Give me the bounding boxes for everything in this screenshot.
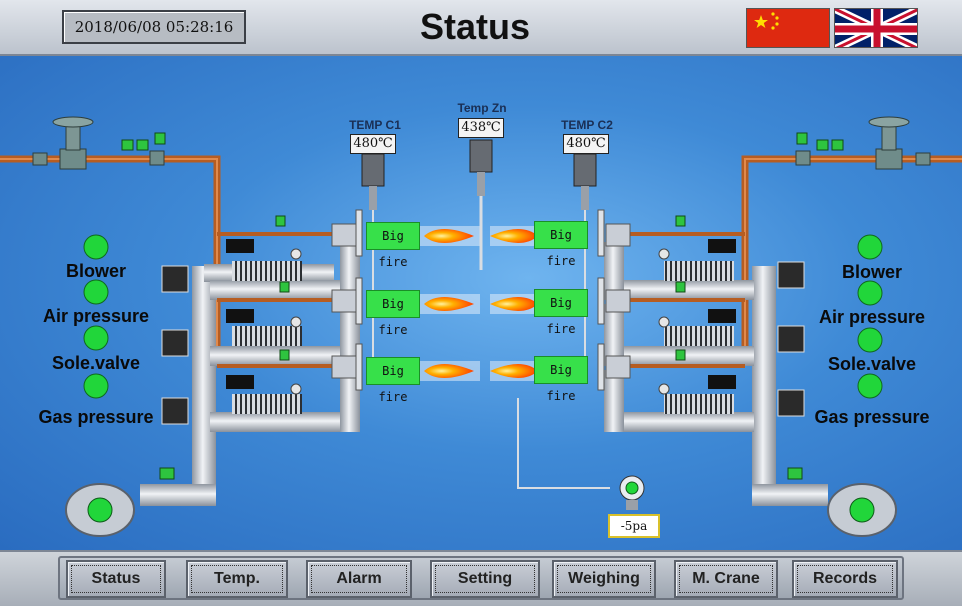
process-diagram: Blower Air pressure Sole.valve Gas press… [0, 56, 962, 550]
flame-right-3 [490, 364, 538, 378]
left-air-pressure-lamp [83, 279, 109, 305]
right-burner-2-status: Big fire [534, 289, 588, 336]
burner-schematic [0, 116, 962, 537]
uk-flag-icon[interactable] [834, 8, 918, 48]
left-gas-branches [217, 215, 345, 395]
left-burner-3-status: Big fire [366, 357, 420, 404]
flame-right-2 [490, 297, 538, 311]
left-sole-valve-label: Sole.valve [51, 353, 141, 373]
nav-weighing-button[interactable]: Weighing [552, 560, 656, 598]
right-gas-pressure-lamp [857, 373, 883, 399]
left-indicators [83, 234, 109, 399]
control-boxes [161, 261, 805, 425]
right-gas-branches [616, 215, 745, 395]
left-blower-label: Blower [65, 261, 126, 281]
page-title: Status [419, 6, 531, 47]
right-air-ducts [604, 242, 897, 537]
nav-m-crane-button[interactable]: M. Crane [674, 560, 778, 598]
right-sole-valve-label: Sole.valve [827, 354, 917, 374]
nav-temp-button[interactable]: Temp. [186, 560, 288, 598]
nav-records-button[interactable]: Records [792, 560, 898, 598]
flame-left-3 [424, 364, 474, 378]
nav-status-button[interactable]: Status [66, 560, 166, 598]
left-gas-line [0, 116, 221, 366]
header-bar: 2018/06/08 05:28:16 Status [0, 0, 962, 56]
temp-c2-title: TEMP C2 [561, 118, 613, 132]
chinese-flag-icon[interactable] [746, 8, 830, 48]
datetime-display: 2018/06/08 05:28:16 [62, 10, 246, 44]
temp-zn-value: 438℃ [458, 118, 504, 138]
furnace-pressure-value: -5pa [608, 514, 660, 538]
right-blower-lamp [857, 234, 883, 260]
left-burner-1-status: Big fire [366, 222, 420, 269]
left-gas-pressure-lamp [83, 373, 109, 399]
right-air-pressure-label: Air pressure [818, 307, 926, 327]
left-burner-2-status: Big fire [366, 290, 420, 337]
left-air-pressure-label: Air pressure [42, 306, 150, 326]
right-burner-3-status: Big fire [534, 356, 588, 403]
right-gas-pressure-label: Gas pressure [814, 407, 930, 427]
left-sole-valve-lamp [83, 325, 109, 351]
temp-c1-value: 480℃ [350, 134, 396, 154]
burner-heads [331, 209, 631, 391]
right-air-pressure-lamp [857, 280, 883, 306]
flame-left-2 [424, 297, 474, 311]
temp-c2-value: 480℃ [563, 134, 609, 154]
left-gas-pressure-label: Gas pressure [38, 407, 154, 427]
nav-setting-button[interactable]: Setting [430, 560, 540, 598]
flame-right-1 [490, 229, 538, 243]
temp-zn-title: Temp Zn [457, 101, 507, 115]
nav-alarm-button[interactable]: Alarm [306, 560, 412, 598]
left-air-ducts [65, 242, 360, 537]
temp-c1-title: TEMP C1 [349, 118, 401, 132]
right-burner-1-status: Big fire [534, 221, 588, 268]
flame-left-1 [424, 229, 474, 243]
left-blower-lamp [83, 234, 109, 260]
right-blower-label: Blower [841, 262, 902, 282]
right-sole-valve-lamp [857, 327, 883, 353]
thermocouples [361, 139, 597, 366]
right-indicators [857, 234, 883, 399]
flames [420, 226, 540, 381]
pressure-sensor [517, 398, 645, 510]
navigation-bar: Status Temp. Alarm Setting Weighing M. C… [0, 550, 962, 606]
